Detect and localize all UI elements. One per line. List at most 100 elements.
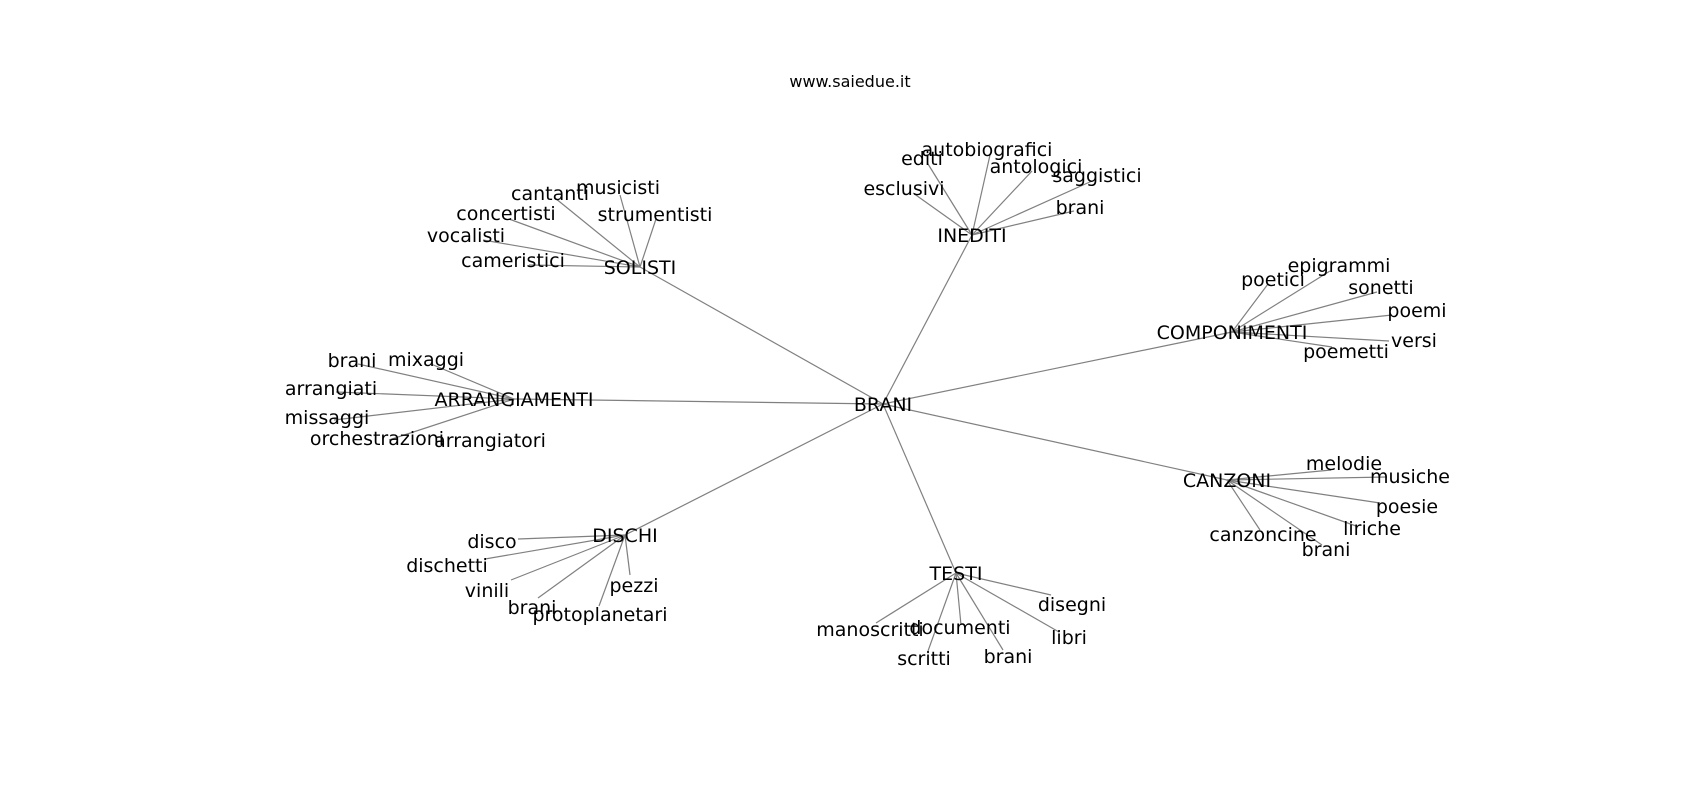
hub-label-arrangiamenti: ARRANGIAMENTI <box>435 389 594 411</box>
leaf-label-canzoncine: canzoncine <box>1209 524 1316 546</box>
leaf-label-editi: editi <box>901 148 943 170</box>
edge-componimenti-sonetti <box>1231 291 1378 333</box>
leaf-label-pezzi: pezzi <box>610 575 659 597</box>
edge-canzoni-canzoncine <box>1226 479 1261 531</box>
edge-testi-disegni <box>955 572 1052 596</box>
site-title: www.saiedue.it <box>789 72 911 91</box>
leaf-label-cantanti: cantanti <box>511 183 589 205</box>
edge-inediti-autobiografici <box>971 154 991 236</box>
edge-componimenti-epigrammi <box>1231 270 1331 333</box>
hub-label-canzoni: CANZONI <box>1183 470 1271 492</box>
edge-testi-documenti <box>955 572 962 626</box>
leaf-label-manoscritti: manoscritti <box>816 619 923 641</box>
edge-solisti-musicisti <box>619 194 641 268</box>
leaf-label-melodie: melodie <box>1306 453 1382 475</box>
edge-arrangiamenti-brani <box>357 363 515 400</box>
edge-componimenti-poemi <box>1231 314 1393 333</box>
leaf-label-disco: disco <box>467 531 516 553</box>
leaf-label-poemi: poemi <box>1387 300 1446 322</box>
edge-inediti-saggistici <box>971 180 1093 236</box>
edge-inediti-esclusivi <box>912 192 973 236</box>
leaf-label-dischetti: dischetti <box>406 555 488 577</box>
leaf-label-brani: brani <box>328 350 377 372</box>
leaf-label-mixaggi: mixaggi <box>388 349 464 371</box>
leaf-label-musicisti: musicisti <box>576 177 660 199</box>
edge-canzoni-poesie <box>1226 479 1381 504</box>
leaf-label-scritti: scritti <box>897 648 951 670</box>
leaf-label-brani: brani <box>984 646 1033 668</box>
leaf-label-poesie: poesie <box>1376 496 1438 518</box>
edge-canzoni-musiche <box>1226 476 1388 481</box>
hub-label-solisti: SOLISTI <box>604 257 676 279</box>
leaf-label-sonetti: sonetti <box>1348 277 1413 299</box>
edge-testi-libri <box>955 572 1060 633</box>
edge-root-canzoni <box>882 403 1228 481</box>
leaf-label-disegni: disegni <box>1038 594 1106 616</box>
leaf-label-autobiografici: autobiografici <box>922 139 1053 161</box>
leaf-label-missaggi: missaggi <box>285 407 370 429</box>
edge-arrangiamenti-missaggi <box>333 398 515 421</box>
leaf-label-brani: brani <box>1302 539 1351 561</box>
edge-testi-brani <box>955 572 1004 651</box>
edge-root-testi <box>882 403 957 574</box>
edge-root-dischi <box>624 403 884 536</box>
leaf-label-liriche: liriche <box>1343 518 1401 540</box>
leaf-label-protoplanetari: protoplanetari <box>532 604 667 626</box>
edge-solisti-concertisti <box>508 218 641 268</box>
edge-root-solisti <box>639 266 884 405</box>
edge-solisti-strumentisti <box>639 218 657 268</box>
edge-inediti-editi <box>927 163 973 236</box>
edge-testi-scritti <box>927 572 957 652</box>
edge-arrangiamenti-orchestrazioni <box>388 398 515 441</box>
edge-componimenti-poetici <box>1231 283 1269 333</box>
hub-label-componimenti: COMPONIMENTI <box>1157 322 1308 344</box>
edge-canzoni-brani <box>1226 479 1323 546</box>
edge-canzoni-melodie <box>1226 469 1332 481</box>
leaf-label-esclusivi: esclusivi <box>863 178 944 200</box>
leaf-label-versi: versi <box>1391 330 1437 352</box>
edge-solisti-cameristici <box>528 264 641 268</box>
edge-root-arrangiamenti <box>513 398 884 405</box>
edge-dischi-dischetti <box>484 534 626 560</box>
leaf-label-epigrammi: epigrammi <box>1288 255 1391 277</box>
edge-dischi-vinili <box>510 534 626 581</box>
leaf-label-musiche: musiche <box>1370 466 1450 488</box>
leaf-label-arrangiati: arrangiati <box>285 378 377 400</box>
edge-arrangiamenti-mixaggi <box>430 363 515 400</box>
edge-componimenti-poemetti <box>1231 331 1333 348</box>
leaf-label-antologici: antologici <box>990 156 1083 178</box>
edge-solisti-cantanti <box>554 197 641 268</box>
leaf-label-vocalisti: vocalisti <box>427 225 505 247</box>
leaf-label-poetici: poetici <box>1241 269 1305 291</box>
edge-inediti-antologici <box>971 170 1033 236</box>
leaf-label-saggistici: saggistici <box>1052 165 1141 187</box>
edge-componimenti-versi <box>1231 331 1390 342</box>
leaf-label-orchestrazioni: orchestrazioni <box>310 428 444 450</box>
leaf-label-brani: brani <box>508 597 557 619</box>
edge-testi-manoscritti <box>875 572 957 624</box>
leaf-label-concertisti: concertisti <box>456 203 555 225</box>
leaf-label-documenti: documenti <box>909 617 1010 639</box>
leaf-label-libri: libri <box>1051 627 1087 649</box>
hub-label-testi: TESTI <box>929 563 983 585</box>
edge-solisti-vocalisti <box>482 239 641 268</box>
edge-arrangiamenti-arrangiatori <box>509 398 515 408</box>
edge-inediti-brani <box>971 210 1075 236</box>
edge-root-inediti <box>882 234 973 405</box>
leaf-label-arrangiatori: arrangiatori <box>434 430 546 452</box>
edge-dischi-brani <box>537 534 626 599</box>
edge-arrangiamenti-arrangiati <box>335 391 515 400</box>
leaf-label-poemetti: poemetti <box>1303 341 1389 363</box>
edges <box>333 154 1393 652</box>
root-node-label: BRANI <box>854 394 912 416</box>
leaf-label-strumentisti: strumentisti <box>598 204 713 226</box>
edge-dischi-pezzi <box>624 534 631 576</box>
leaf-label-cameristici: cameristici <box>461 250 565 272</box>
leaf-label-vinili: vinili <box>465 580 509 602</box>
hub-label-inediti: INEDITI <box>937 225 1006 247</box>
edge-root-componimenti <box>882 331 1233 405</box>
edge-dischi-disco <box>517 534 626 540</box>
hub-label-dischi: DISCHI <box>592 525 657 547</box>
